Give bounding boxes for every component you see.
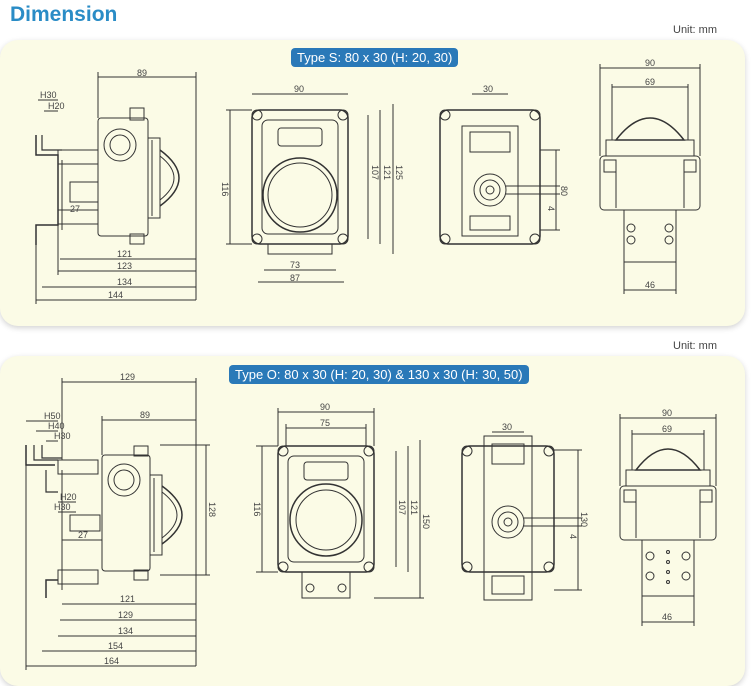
o-front-dim-75: 75 xyxy=(320,418,330,428)
s-front-dim-125: 125 xyxy=(394,165,404,180)
o-side-dim-164: 164 xyxy=(104,656,119,666)
s-side-dim-27: 27 xyxy=(70,204,80,214)
s-front-dim-73: 73 xyxy=(290,260,300,270)
o-side-dim-121: 121 xyxy=(120,594,135,604)
s-front-dim-90: 90 xyxy=(294,84,304,94)
o-view-dim-46: 46 xyxy=(662,612,672,622)
o-side-dim-h30: H30 xyxy=(54,431,71,441)
o-front-dim-116: 116 xyxy=(252,502,262,516)
type-s-perspective-view xyxy=(599,64,701,294)
type-s-back-view xyxy=(439,93,560,245)
type-s-panel xyxy=(0,40,745,326)
type-o-side-view xyxy=(25,378,210,670)
s-front-dim-121: 121 xyxy=(382,165,392,180)
s-front-dim-116: 116 xyxy=(220,182,230,196)
o-view-dim-90: 90 xyxy=(662,408,672,418)
o-side-dim-h50: H50 xyxy=(44,411,61,421)
o-side-dim-h40: H40 xyxy=(48,421,65,431)
o-front-dim-121: 121 xyxy=(409,500,419,515)
o-side-dim-128: 128 xyxy=(207,502,217,517)
type-o-perspective-view xyxy=(619,414,717,626)
s-view-dim-90: 90 xyxy=(645,58,655,68)
s-side-dim-121: 121 xyxy=(117,249,132,259)
s-side-dim-144: 144 xyxy=(108,290,123,300)
o-front-dim-150: 150 xyxy=(421,514,431,529)
s-front-dim-87: 87 xyxy=(290,273,300,283)
type-o-badge: Type O: 80 x 30 (H: 20, 30) & 130 x 30 (… xyxy=(229,365,529,384)
s-back-dim-80: 80 xyxy=(559,186,569,196)
o-side-dim-27: 27 xyxy=(78,530,88,540)
s-front-dim-107: 107 xyxy=(370,165,380,180)
type-o-panel xyxy=(0,356,745,686)
o-front-dim-107: 107 xyxy=(397,500,407,515)
o-side-dim-134: 134 xyxy=(118,626,133,636)
s-view-dim-69: 69 xyxy=(645,77,655,87)
o-side-dim-154: 154 xyxy=(108,641,123,651)
s-side-dim-123: 123 xyxy=(117,261,132,271)
s-back-dim-4: 4 xyxy=(546,206,556,211)
type-s-badge: Type S: 80 x 30 (H: 20, 30) xyxy=(291,48,459,67)
type-s-front-view xyxy=(226,93,394,283)
s-side-dim-h20: H20 xyxy=(48,101,65,111)
unit-label-top: Unit: mm xyxy=(673,24,717,36)
o-side-dim-129: 129 xyxy=(120,372,135,382)
o-side-dim-h30b: H30 xyxy=(54,502,71,512)
s-side-dim-h30: H30 xyxy=(40,90,57,100)
s-side-dim-134: 134 xyxy=(117,277,132,287)
o-back-dim-30: 30 xyxy=(502,422,512,432)
o-front-dim-90: 90 xyxy=(320,402,330,412)
section-title: Dimension xyxy=(10,3,118,26)
o-back-dim-4: 4 xyxy=(568,534,578,539)
s-side-dim-89: 89 xyxy=(137,68,147,78)
s-view-dim-46: 46 xyxy=(645,280,655,290)
o-view-dim-69: 69 xyxy=(662,424,672,434)
o-back-dim-130: 130 xyxy=(579,512,589,527)
type-o-back-view xyxy=(461,431,582,601)
o-side-dim-h20: H20 xyxy=(60,492,77,502)
o-side-dim-89: 89 xyxy=(140,410,150,420)
unit-label-bottom: Unit: mm xyxy=(673,340,717,352)
type-s-side-view xyxy=(35,72,197,304)
s-back-dim-30: 30 xyxy=(483,84,493,94)
type-o-front-view xyxy=(256,408,424,599)
o-side-dim-129b: 129 xyxy=(118,610,133,620)
